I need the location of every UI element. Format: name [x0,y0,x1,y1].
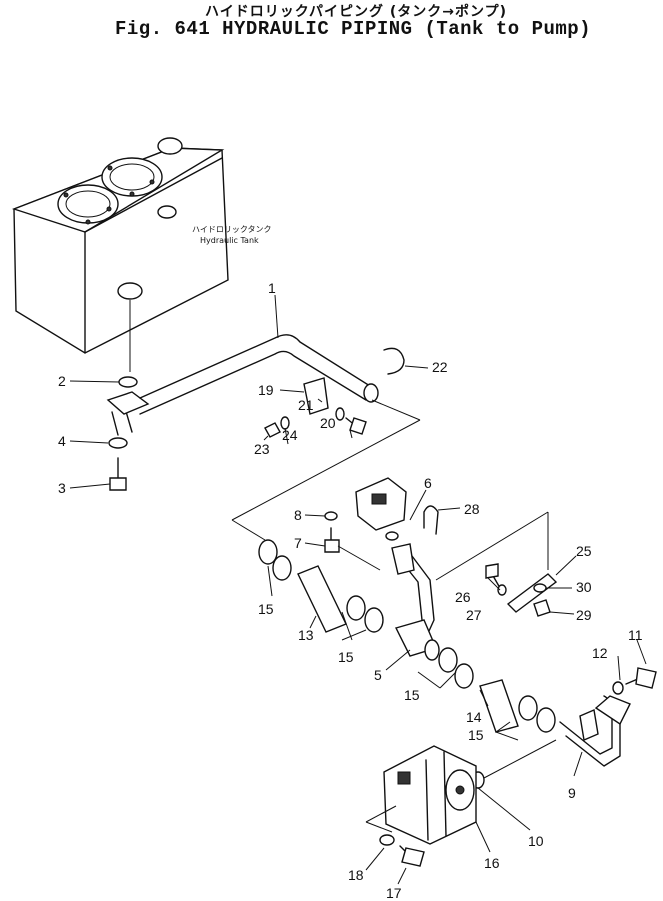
hose [297,565,347,633]
callout-6: 6 [424,475,432,491]
elbow-pipe [391,543,440,661]
callout-20: 20 [320,415,336,431]
title-japanese: ハイドロリックパイピング (タンク→ポンプ) [205,4,508,20]
callout-22: 22 [432,359,448,375]
callout-24: 24 [282,427,298,443]
callout-8: 8 [294,507,302,523]
valve-block [355,477,407,531]
callout-15a: 15 [258,601,274,617]
callout-28: 28 [464,501,480,517]
o-ring [118,376,138,388]
callout-15d: 15 [468,727,484,743]
callout-15b: 15 [338,649,354,665]
washer [497,584,507,596]
callout-14: 14 [466,709,482,725]
leader-lines [69,294,647,885]
callout-15c: 15 [404,687,420,703]
callout-3: 3 [58,480,66,496]
callout-12: 12 [592,645,608,661]
hose-clamp [536,707,556,733]
u-bolt [423,505,439,535]
bolt [485,563,501,589]
bolt [399,845,425,867]
washer [533,583,547,593]
hose [479,679,519,733]
washer [324,511,338,521]
callout-19: 19 [258,382,274,398]
callout-25: 25 [576,543,592,559]
callout-29: 29 [576,607,592,623]
nut [533,599,551,617]
bolt [324,527,340,553]
callout-13: 13 [298,627,314,643]
callout-27: 27 [466,607,482,623]
callout-11: 11 [628,627,643,643]
hose-clamp [346,595,366,621]
hose-clamp [454,663,474,689]
washer [335,407,345,421]
hydraulic-tank [11,137,229,372]
o-ring [385,531,399,541]
bolt [345,417,367,435]
hose-clamp [518,695,538,721]
callout-23: 23 [254,441,270,457]
tank-label-english: Hydraulic Tank [200,236,259,245]
callout-2: 2 [58,373,66,389]
title-english: Fig. 641 HYDRAULIC PIPING (Tank to Pump) [115,18,592,40]
hydraulic-pump [383,745,477,845]
callouts: 1 2 3 4 5 6 7 8 9 10 11 12 13 14 15 15 1… [58,280,643,901]
tank-label-japanese: ハイドロリックタンク [192,225,272,234]
hose-clamp [438,647,458,673]
callout-18: 18 [348,867,364,883]
callout-30: 30 [576,579,592,595]
suction-pipe [106,334,379,436]
callout-9: 9 [568,785,576,801]
callout-21: 21 [298,397,314,413]
callout-16: 16 [484,855,500,871]
pump-pipe [559,695,631,767]
callout-1: 1 [268,280,276,296]
bracket [506,573,558,613]
washer [612,681,624,695]
washer [108,437,128,449]
callout-26: 26 [455,589,471,605]
hose-clamp [272,555,292,581]
callout-7: 7 [294,535,302,551]
u-bolt [383,347,405,375]
callout-10: 10 [528,833,544,849]
callout-5: 5 [374,667,382,683]
nut [264,422,281,438]
bolt [109,457,127,491]
callout-4: 4 [58,433,66,449]
bolt [625,667,657,689]
bracket [303,377,329,415]
hose-clamp [258,539,278,565]
washer [379,834,395,846]
hose-clamp [364,607,384,633]
callout-17: 17 [386,885,402,901]
